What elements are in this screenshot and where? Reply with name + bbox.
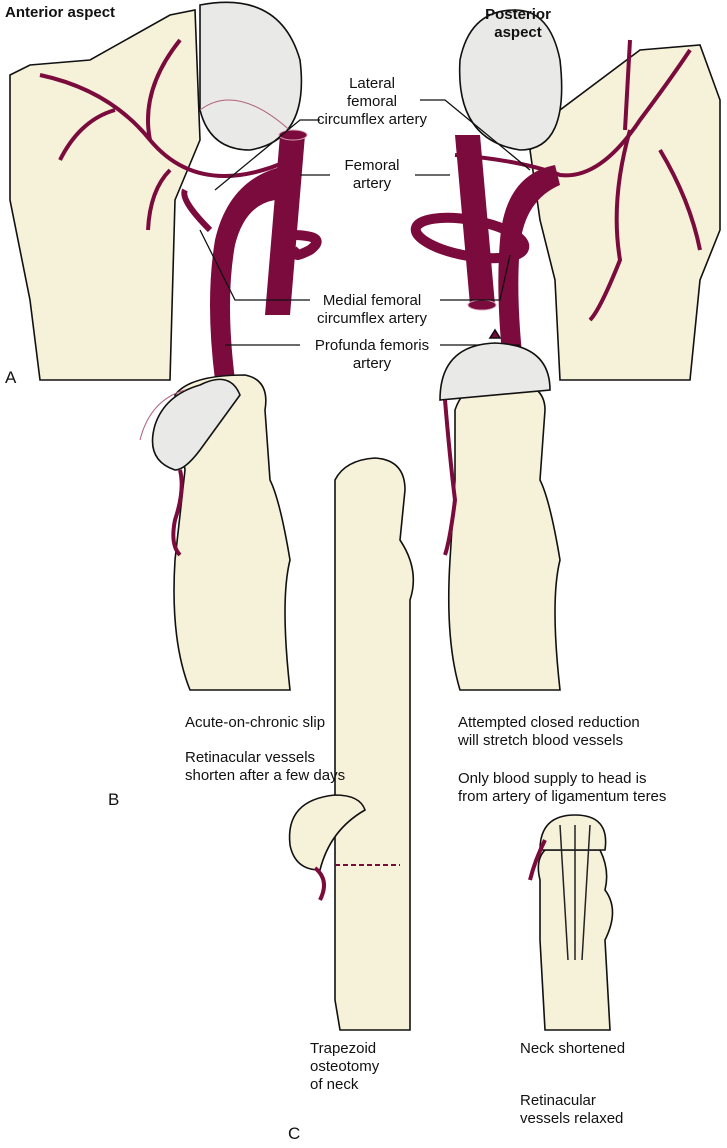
posterior-arteries [410, 135, 560, 380]
profunda-posterior [498, 165, 560, 380]
panel-b-right-femur [439, 328, 561, 691]
lateral-femoral-circumflex-label: Lateral femoral circumflex artery [316, 75, 428, 128]
panel-letter-a: A [5, 368, 17, 387]
panel-letter-c: C [288, 1124, 301, 1143]
femoral-artery-label: Femoral artery [344, 157, 400, 192]
panel-c-left-femur [288, 457, 415, 1031]
c-left-caption: Trapezoid osteotomy of neck [310, 1040, 380, 1093]
profunda-femoris-label: Profunda femoris artery [314, 337, 430, 372]
posterior-femoral-head [458, 9, 563, 151]
c-right-caption-2: Retinacular vessels relaxed [520, 1092, 624, 1127]
c-right-caption-1: Neck shortened [520, 1040, 626, 1057]
panel-a-posterior-femur [458, 9, 721, 381]
posterior-vessels [454, 39, 702, 322]
b-left-caption-1: Acute-on-chronic slip [185, 714, 326, 731]
panel-b-left-femur [139, 374, 291, 691]
femoral-artery-anterior [265, 135, 305, 315]
b-left-caption-2: Retinacular vessels shorten after a few … [185, 749, 346, 784]
panel-c-right-femur [528, 814, 614, 1031]
anterior-femoral-head [199, 1, 303, 151]
posterior-aspect-title: Posterior aspect [485, 6, 551, 41]
b-right-caption-2: Only blood supply to head is from artery… [458, 770, 667, 805]
panel-letter-b: B [108, 790, 120, 809]
medial-femoral-circumflex-label: Medial femoral circumflex artery [316, 292, 428, 327]
leader-lines [199, 99, 531, 346]
panel-a-anterior-femur [9, 1, 303, 381]
b-right-caption-1: Attempted closed reduction will stretch … [458, 714, 640, 749]
anterior-vessels [39, 38, 301, 231]
anterior-aspect-title: Anterior aspect [5, 4, 116, 21]
profunda-anterior [210, 165, 290, 380]
anterior-arteries [181, 129, 322, 380]
